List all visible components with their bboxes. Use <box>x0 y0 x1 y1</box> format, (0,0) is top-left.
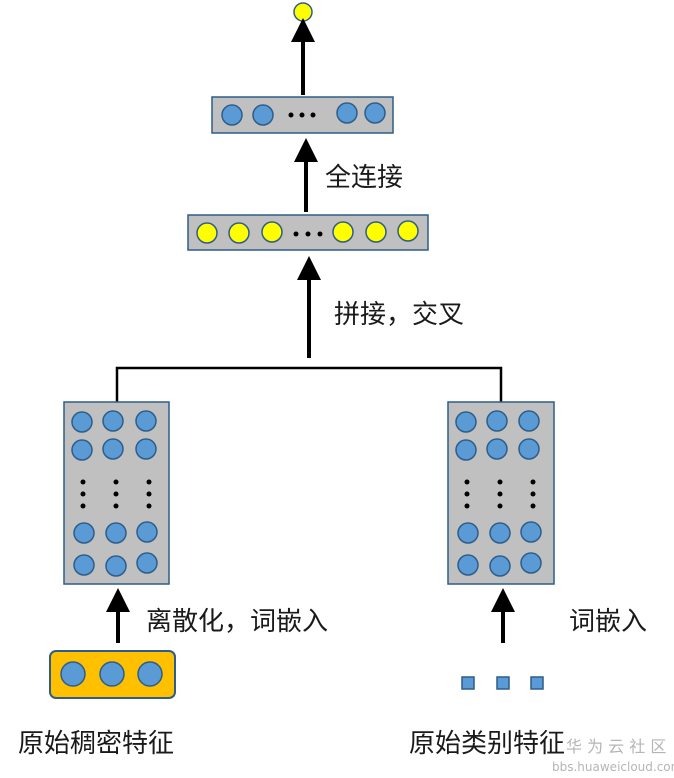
fully-connected-layer <box>211 96 394 134</box>
embed-node <box>73 554 95 576</box>
watermark-brand: 华 为 云 社 区 <box>566 737 666 756</box>
categorical-feature-square <box>496 676 510 690</box>
label-concat-cross: 拼接，交叉 <box>334 300 464 330</box>
ellipsis-dot <box>497 491 503 497</box>
ellipsis-dot <box>113 503 119 509</box>
embed-node <box>135 438 157 460</box>
embed-node <box>136 552 158 574</box>
embed-node <box>486 410 508 432</box>
ellipsis-dot <box>497 503 503 509</box>
embed-node <box>518 410 540 432</box>
ellipsis-dot <box>530 479 536 485</box>
embed-node <box>105 555 127 577</box>
fc-node <box>252 104 274 126</box>
concat-node <box>261 221 283 243</box>
ellipsis-dot <box>80 491 86 497</box>
categorical-feature-square <box>530 676 544 690</box>
ellipsis-dot <box>80 479 86 485</box>
embed-node <box>102 410 124 432</box>
embed-node <box>520 552 542 574</box>
ellipsis-dot <box>80 503 86 509</box>
embed-node <box>102 438 124 460</box>
fc-node <box>221 104 243 126</box>
embed-node <box>520 521 542 543</box>
ellipsis-dot <box>497 479 503 485</box>
categorical-feature-square <box>461 676 475 690</box>
embed-node <box>518 438 540 460</box>
ellipsis-dot <box>299 112 305 118</box>
concat-cross-layer <box>187 214 429 251</box>
ellipsis-dot <box>113 479 119 485</box>
label-raw-categorical-features: 原始类别特征 <box>409 729 565 759</box>
embed-node <box>489 555 511 577</box>
label-word-embed: 词嵌入 <box>569 607 647 637</box>
dense-feature-node <box>99 661 125 687</box>
categorical-embedding-layer <box>447 401 555 585</box>
ellipsis-dot <box>530 503 536 509</box>
ellipsis-dot <box>293 231 299 237</box>
ellipsis-dot <box>146 491 152 497</box>
embed-node <box>136 521 158 543</box>
concat-node <box>365 221 387 243</box>
ellipsis-dot <box>310 112 316 118</box>
output-node <box>293 2 313 22</box>
embed-node <box>486 438 508 460</box>
embed-node <box>71 439 93 461</box>
embed-node <box>457 554 479 576</box>
ellipsis-dot <box>146 479 152 485</box>
ellipsis-dot <box>305 231 311 237</box>
embed-node <box>135 410 157 432</box>
dense-embedding-layer <box>63 401 170 585</box>
ellipsis-dot <box>288 112 294 118</box>
label-discretize-embed: 离散化，词嵌入 <box>146 607 328 637</box>
embed-node <box>457 522 479 544</box>
embed-node <box>455 411 477 433</box>
embed-node <box>455 439 477 461</box>
embed-node <box>71 411 93 433</box>
dense-feature-node <box>60 661 86 687</box>
embed-node <box>73 522 95 544</box>
merge-bracket <box>115 366 503 402</box>
concat-node <box>397 220 419 242</box>
concat-node <box>196 222 218 244</box>
dense-feature-node <box>137 661 163 687</box>
ellipsis-dot <box>464 479 470 485</box>
label-fully-connected: 全连接 <box>325 163 403 193</box>
label-raw-dense-features: 原始稠密特征 <box>18 729 174 759</box>
watermark-url: bbs.huaweicloud.com <box>552 760 674 774</box>
fc-node <box>364 102 386 124</box>
ellipsis-dot <box>113 491 119 497</box>
ellipsis-dot <box>317 231 323 237</box>
concat-node <box>228 222 250 244</box>
fc-node <box>336 102 358 124</box>
ellipsis-dot <box>464 503 470 509</box>
ellipsis-dot <box>464 491 470 497</box>
concat-node <box>332 221 354 243</box>
raw-categorical-features <box>461 676 544 690</box>
ellipsis-dot <box>146 503 152 509</box>
ellipsis-dot <box>530 491 536 497</box>
embed-node <box>489 522 511 544</box>
embed-node <box>105 522 127 544</box>
raw-dense-features-box <box>49 650 176 699</box>
